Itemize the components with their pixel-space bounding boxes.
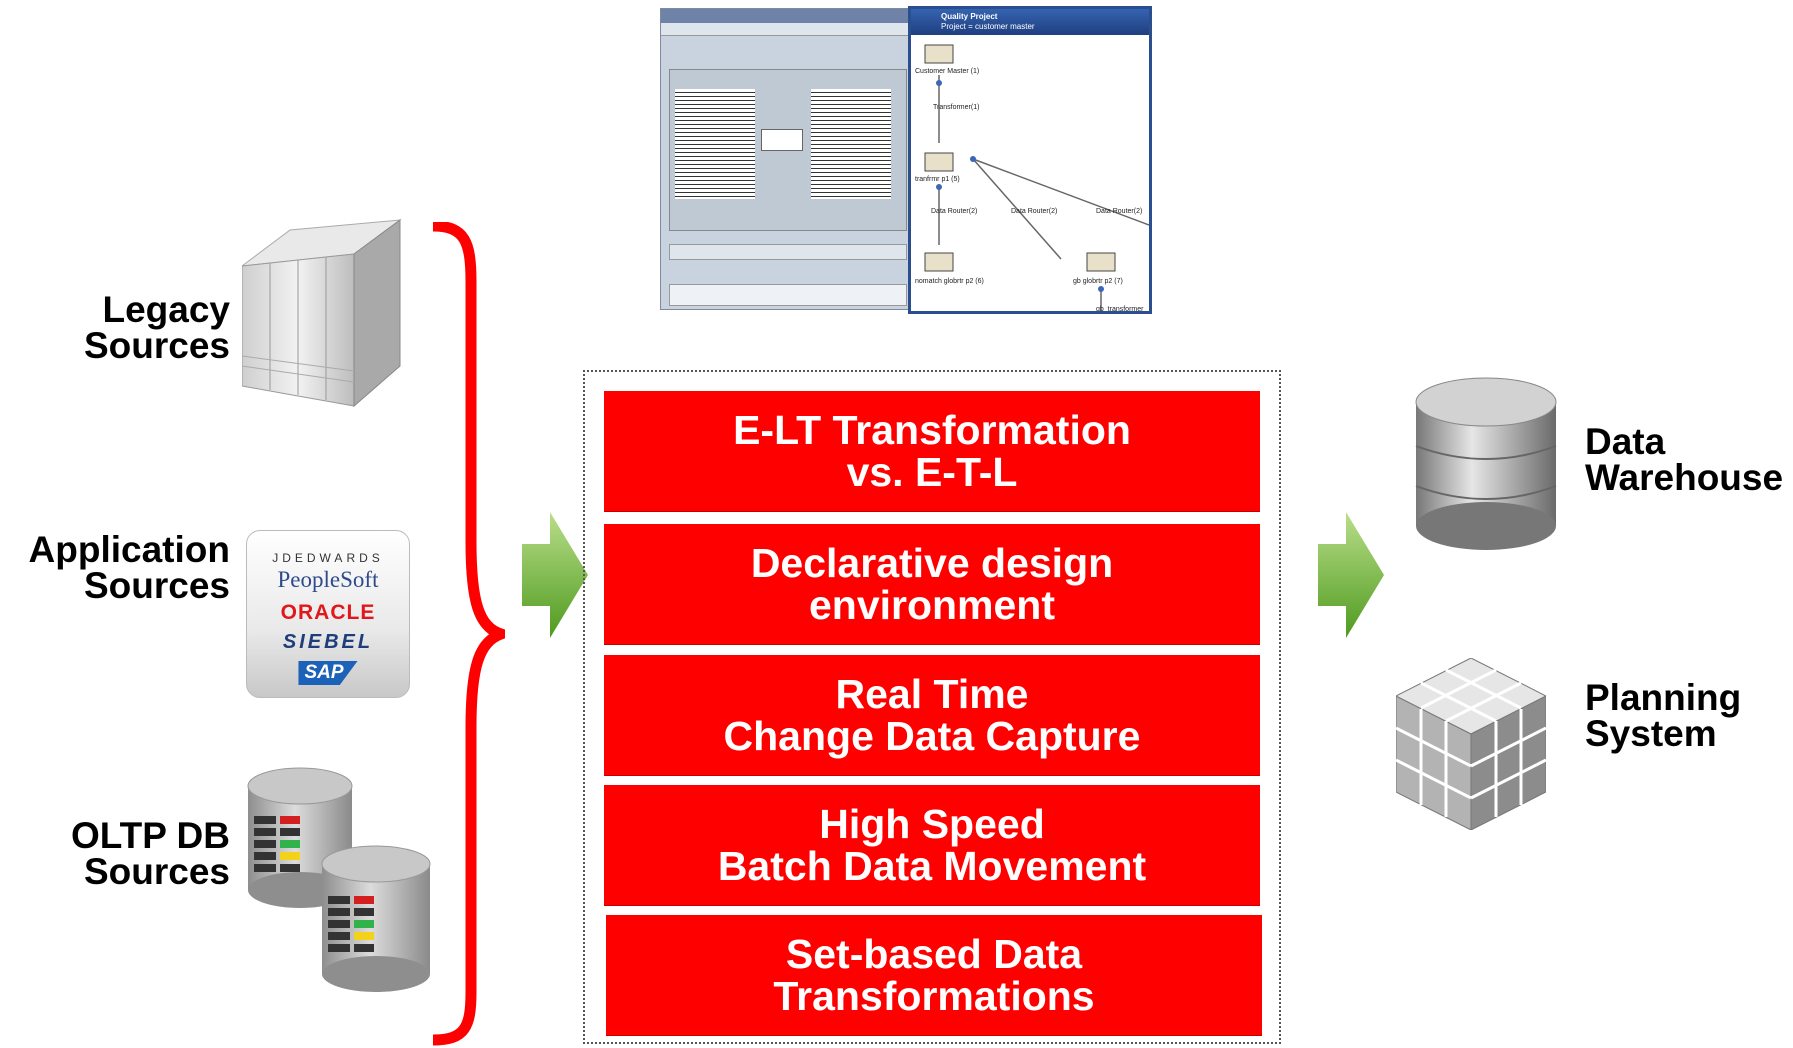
flow-diagram: Customer Master (1) Transformer(1) tranf… [915,44,1149,313]
mapping-window [660,8,914,310]
data-warehouse-label: Data Warehouse [1585,421,1784,498]
tool-screenshot: Quality Project Project = customer maste… [660,6,1154,314]
node-label: nomatch globrtr p2 (6) [915,278,984,285]
jdedwards-logo: JDEDWARDS [272,551,384,565]
feature-real-time-cdc: Real Time Change Data Capture [604,655,1260,775]
application-logos-tile: JDEDWARDS PeopleSoft ORACLE SIEBEL SAP [246,530,410,698]
feature-high-speed-batch: High Speed Batch Data Movement [604,785,1260,905]
feature-declarative-design: Declarative design environment [604,524,1260,644]
oracle-logo: ORACLE [280,601,376,624]
oltp-database-icon [247,767,431,992]
node-label: Data Router(2) [1011,208,1057,215]
node-label: Data Router(2) [1096,208,1142,215]
node-label: tranfrmr p1 (5) [915,176,960,183]
sap-logo: SAP [247,661,409,685]
data-warehouse-icon [1415,377,1557,550]
legacy-sources-label: Legacy Sources [83,289,230,366]
green-arrow-in [522,512,588,638]
node-label: gb globrtr p2 (7) [1073,278,1123,285]
node-label: gb_transformer [1096,306,1144,313]
node-label: Data Router(2) [931,208,977,215]
siebel-logo: SIEBEL [282,631,374,653]
node-label: Transformer(1) [933,104,979,111]
feature-elt-transformation: E-LT Transformation vs. E-T-L [604,391,1260,511]
green-arrow-out [1318,512,1384,638]
peoplesoft-logo: PeopleSoft [277,567,379,592]
red-brace [432,222,505,1046]
screenshot-subtitle: Project = customer master [941,22,1035,31]
oltp-sources-label: OLTP DB Sources [71,815,230,892]
planning-cube-icon [1396,658,1546,830]
node-label: Customer Master (1) [915,68,979,75]
screenshot-title: Quality Project [941,12,998,21]
feature-set-based-transformations: Set-based Data Transformations [606,915,1262,1035]
application-sources-label: Application Sources [28,529,230,606]
quality-project-window: Quality Project Project = customer maste… [908,6,1152,314]
legacy-server-icon [242,219,402,408]
planning-system-label: Planning System [1585,677,1742,754]
